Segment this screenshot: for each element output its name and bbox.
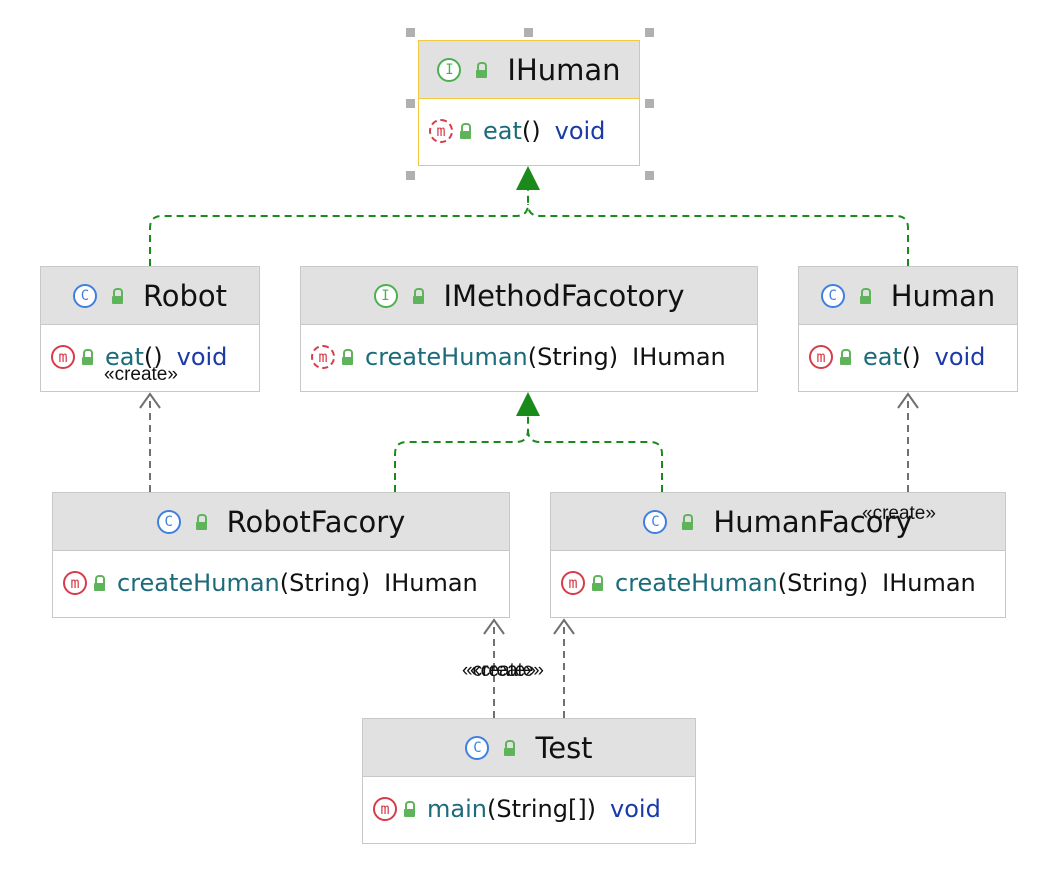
method-icon: m <box>63 571 87 595</box>
node-imethodfactory-member[interactable]: m createHuman (String) IHuman <box>301 325 757 389</box>
abstract-method-icon: m <box>429 119 453 143</box>
edge-robotfactory-implements-imethodfactory <box>394 416 529 492</box>
public-lock-icon <box>591 575 605 591</box>
class-icon: C <box>72 283 97 308</box>
imethodfactory-implements-arrowhead <box>516 392 540 416</box>
public-lock-icon <box>195 513 209 530</box>
node-imethodfactory-title: IMethodFacotory <box>443 278 685 313</box>
node-human-member[interactable]: m eat () void <box>799 325 1017 389</box>
ihuman-implements-arrowhead <box>516 166 540 190</box>
node-robotfactory-title: RobotFacory <box>226 504 406 539</box>
method-name: eat <box>105 343 144 371</box>
method-name: eat <box>483 117 522 145</box>
node-human-header: C Human <box>799 267 1017 325</box>
node-imethodfactory-header: I IMethodFacotory <box>301 267 757 325</box>
node-test[interactable]: C Test m main (String[]) void <box>362 718 696 844</box>
node-human[interactable]: C Human m eat () void <box>798 266 1018 392</box>
selection-handle[interactable] <box>645 171 654 180</box>
method-icon: m <box>561 571 585 595</box>
selection-handle[interactable] <box>645 28 654 37</box>
class-icon: C <box>643 509 668 534</box>
node-test-member[interactable]: m main (String[]) void <box>363 777 695 841</box>
public-lock-icon <box>341 349 355 365</box>
public-lock-icon <box>111 287 125 304</box>
node-robotfactory[interactable]: C RobotFacory m createHuman (String) IHu… <box>52 492 510 618</box>
node-test-header: C Test <box>363 719 695 777</box>
method-return-type: void <box>610 795 661 823</box>
method-icon: m <box>809 345 833 369</box>
public-lock-icon <box>503 739 517 756</box>
node-imethodfactory[interactable]: I IMethodFacotory m createHuman (String)… <box>300 266 758 392</box>
node-robotfactory-header: C RobotFacory <box>53 493 509 551</box>
human-create-arrowhead <box>897 392 919 409</box>
method-name: main <box>427 795 487 823</box>
node-ihuman-title: IHuman <box>507 52 621 87</box>
public-lock-icon <box>475 61 489 78</box>
node-ihuman-header: I IHuman <box>419 41 639 99</box>
node-robot[interactable]: C Robot m eat () void <box>40 266 260 392</box>
robotfactory-create-arrowhead <box>483 618 505 635</box>
class-icon: C <box>820 283 845 308</box>
method-params: (String) <box>777 569 869 597</box>
public-lock-icon <box>403 801 417 817</box>
node-human-title: Human <box>890 278 996 313</box>
public-lock-icon <box>859 287 873 304</box>
stereotype-label-humanfactory-create: «create» <box>470 660 544 681</box>
edge-humanfactory-implements-imethodfactory <box>527 429 663 492</box>
method-return-type: void <box>934 343 986 371</box>
method-return-type: void <box>554 117 606 145</box>
method-params: (String[]) <box>486 795 597 823</box>
robot-create-arrowhead <box>139 392 161 409</box>
abstract-method-icon: m <box>311 345 335 369</box>
node-robot-title: Robot <box>142 278 228 313</box>
method-params: (String) <box>527 343 619 371</box>
node-ihuman[interactable]: I IHuman m eat () void <box>418 40 640 166</box>
edge-human-implements-ihuman <box>527 203 909 266</box>
method-return-type: IHuman <box>632 343 726 371</box>
node-humanfactory-member[interactable]: m createHuman (String) IHuman <box>551 551 1005 615</box>
method-params: () <box>521 117 541 145</box>
public-lock-icon <box>681 513 695 530</box>
node-ihuman-member[interactable]: m eat () void <box>419 99 639 163</box>
humanfactory-create-arrowhead <box>553 618 575 635</box>
selection-handle[interactable] <box>524 28 533 37</box>
selection-handle[interactable] <box>645 99 654 108</box>
node-humanfactory[interactable]: C HumanFacory m createHuman (String) IHu… <box>550 492 1006 618</box>
method-name: eat <box>863 343 902 371</box>
public-lock-icon <box>412 287 426 304</box>
stereotype-label-robot-create: «create» <box>104 364 178 385</box>
node-robot-member[interactable]: m eat () void <box>41 325 259 389</box>
method-name: createHuman <box>117 569 280 597</box>
method-return-type: IHuman <box>882 569 976 597</box>
node-test-title: Test <box>535 730 593 765</box>
node-robot-header: C Robot <box>41 267 259 325</box>
method-params: () <box>901 343 921 371</box>
interface-icon: I <box>373 283 398 308</box>
public-lock-icon <box>81 349 95 365</box>
stereotype-label-human-create: «create» <box>862 503 936 524</box>
node-robotfactory-member[interactable]: m createHuman (String) IHuman <box>53 551 509 615</box>
selection-handle[interactable] <box>406 171 415 180</box>
selection-handle[interactable] <box>406 28 415 37</box>
class-icon: C <box>465 735 490 760</box>
public-lock-icon <box>459 123 473 139</box>
edge-robot-implements-ihuman <box>149 190 529 266</box>
method-params: () <box>143 343 163 371</box>
method-params: (String) <box>279 569 371 597</box>
method-return-type: void <box>176 343 228 371</box>
class-icon: C <box>156 509 181 534</box>
method-name: createHuman <box>615 569 778 597</box>
node-humanfactory-title: HumanFacory <box>713 504 913 539</box>
node-humanfactory-header: C HumanFacory <box>551 493 1005 551</box>
method-icon: m <box>373 797 397 821</box>
method-icon: m <box>51 345 75 369</box>
method-name: createHuman <box>365 343 528 371</box>
public-lock-icon <box>839 349 853 365</box>
selection-handle[interactable] <box>406 99 415 108</box>
interface-icon: I <box>437 57 462 82</box>
stereotype-label-robotfactory-create: «create» <box>462 660 536 681</box>
public-lock-icon <box>93 575 107 591</box>
method-return-type: IHuman <box>384 569 478 597</box>
